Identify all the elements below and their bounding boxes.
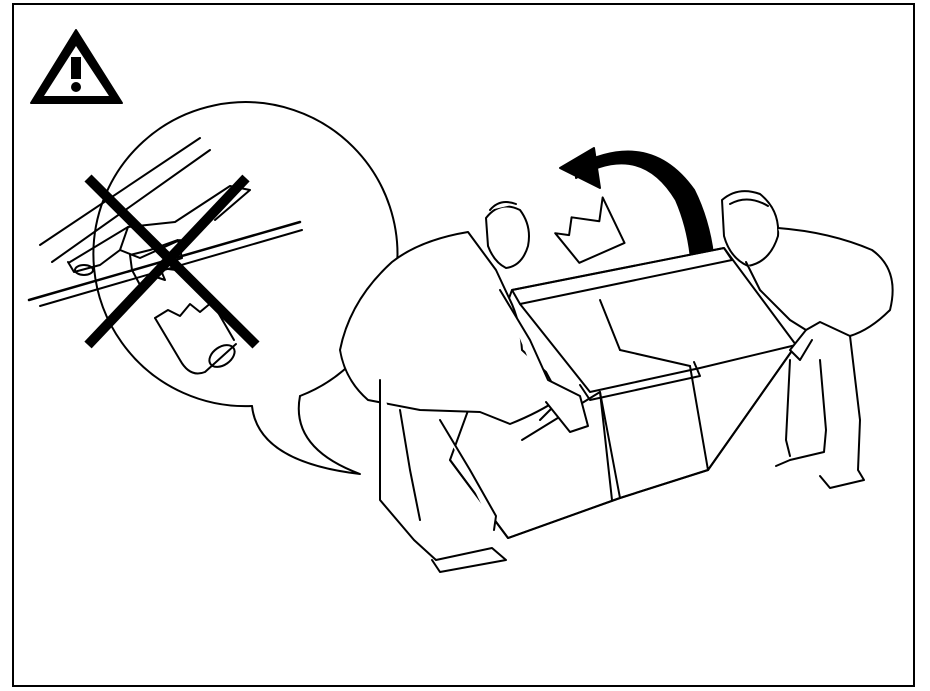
warning-triangle-icon [31, 30, 122, 103]
detail-callout [29, 102, 397, 474]
down-arrow-icon [552, 192, 631, 269]
x-cross-icon [88, 178, 256, 345]
